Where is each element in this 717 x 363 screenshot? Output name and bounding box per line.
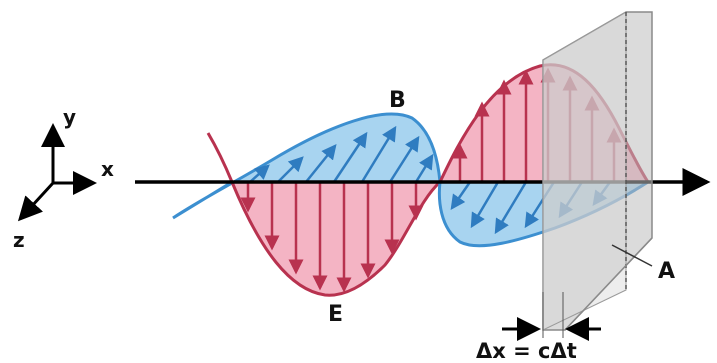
delta-x-indicator	[502, 292, 601, 341]
b-field-arrows-1	[249, 125, 434, 183]
e-field-arrows-1	[240, 182, 424, 293]
delta-x-equation: Δx = cΔt	[476, 339, 577, 363]
b-field-lobe-1	[172, 112, 442, 220]
plane-label-leader	[611, 244, 653, 267]
axis-x-label: x	[101, 157, 114, 181]
e-field-lobe-1	[206, 132, 444, 297]
axis-y-label: y	[63, 105, 76, 129]
plane-a	[542, 11, 653, 331]
z-axis-arrow	[17, 181, 55, 222]
b-field-label: B	[389, 88, 406, 113]
axes-indicator: y x z	[13, 105, 114, 252]
e-field-label: E	[328, 302, 343, 327]
axis-z-label: z	[13, 228, 25, 252]
plane-a-label: A	[658, 259, 675, 284]
